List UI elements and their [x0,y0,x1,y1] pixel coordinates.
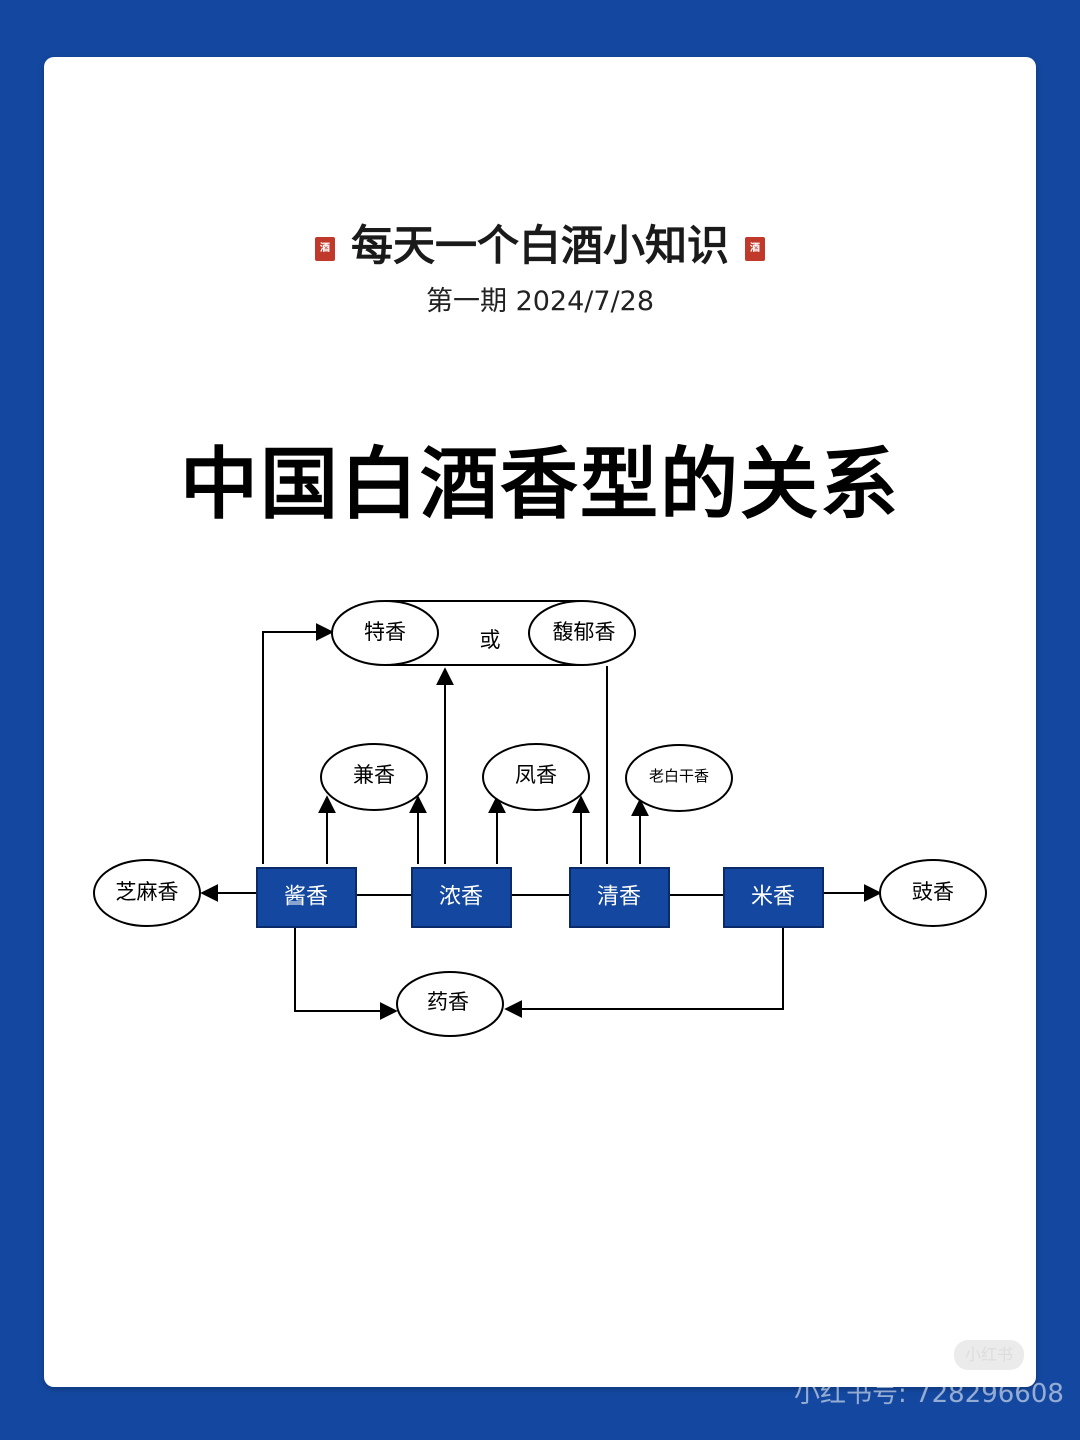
arrow-mi-to-yao [504,927,784,1018]
label-qing: 清香 [597,885,641,910]
label-fuyu: 馥郁香 [553,620,616,644]
label-nong: 浓香 [439,885,483,910]
label-yao: 药香 [427,990,469,1014]
ellipse-yao [396,971,504,1037]
page-title: 中国白酒香型的关系 [179,439,900,530]
left-seal-icon: 酒 [314,237,335,261]
label-mi: 米香 [751,885,795,910]
ellipse-fuyu [528,600,636,666]
arrow-jiang-to-yao [294,927,398,1020]
label-jian: 兼香 [353,763,395,787]
box-nong [411,867,512,928]
arrow-jiang-to-te [262,623,334,864]
ellipse-zhima [93,859,201,927]
ellipse-chi [879,859,987,927]
content-card [44,57,1036,1387]
ellipse-te [331,600,439,666]
ellipse-jian [320,743,428,811]
label-zhima: 芝麻香 [116,880,179,904]
series-title: 酒每天一个白酒小知识酒 [0,216,1080,276]
label-laobaigan: 老白干香 [649,767,709,785]
watermark-text: 小红书号: 728296608 [794,1379,1064,1409]
label-chi: 豉香 [912,880,954,904]
watermark-badge: 小红书 [954,1340,1024,1370]
series-title-text: 每天一个白酒小知识 [350,221,729,270]
box-qing [569,867,670,928]
ellipse-laobaigan [625,744,733,812]
label-te: 特香 [364,620,406,644]
right-seal-icon: 酒 [745,237,765,261]
label-or: 或 [480,628,501,652]
issue-date: 第一期 2024/7/28 [425,286,655,317]
ellipse-feng [482,743,590,811]
label-jiang: 酱香 [284,885,328,910]
label-feng: 凤香 [515,763,557,787]
box-mi [723,867,824,928]
box-jiang [256,867,357,928]
